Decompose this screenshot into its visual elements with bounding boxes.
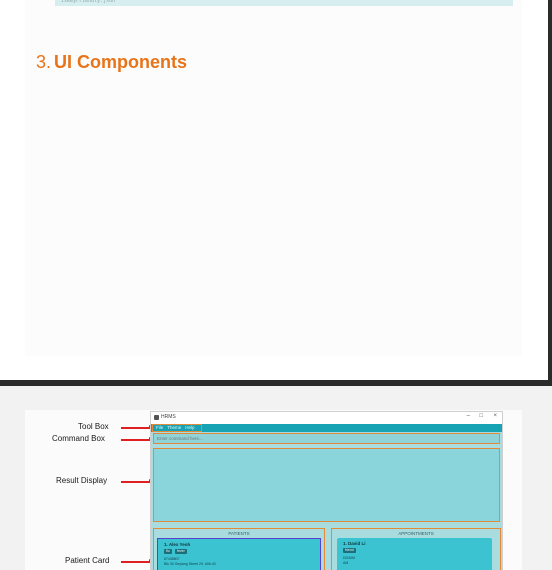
section-number: 3. (36, 52, 52, 72)
command-box (153, 433, 500, 444)
app-logo-icon (154, 415, 159, 420)
annotation-patient-card: Patient Card (65, 556, 110, 565)
command-input[interactable] (157, 435, 495, 442)
arrow-patient-card (121, 559, 153, 563)
appointment-name: 1. David Li (343, 541, 366, 546)
arrow-command-box (121, 437, 153, 441)
section-heading: 3.UI Components (36, 51, 187, 73)
app-title: HRMS (161, 414, 176, 420)
appointment-line: AM (343, 561, 349, 565)
annotation-result-display: Result Display (56, 476, 108, 485)
patient-card[interactable]: 1. Alex Yeoh flu fever 87438807 Blk 30 G… (157, 538, 321, 570)
document-page: isKeyFriendly.json 3.UI Components (25, 0, 522, 356)
appointments-panel: APPOINTMENTS 1. David Li friend DD/MM AM (331, 528, 501, 570)
menu-help[interactable]: Help (185, 425, 195, 430)
appointment-tag: friend (343, 548, 356, 553)
patient-tag: flu (164, 549, 172, 554)
tool-box: File Theme Help (152, 424, 202, 432)
patient-address: Blk 30 Geylang Street 29, #06-40 (164, 562, 216, 566)
menu-bar: File Theme Help (151, 424, 502, 432)
annotation-tool-box: Tool Box (78, 422, 109, 431)
arrow-tool-box (121, 425, 153, 429)
appointments-panel-title: APPOINTMENTS (398, 531, 434, 536)
appointment-card[interactable]: 1. David Li friend DD/MM AM (337, 538, 492, 570)
patient-tag: fever (175, 549, 187, 554)
menu-theme[interactable]: Theme (167, 425, 182, 430)
appointment-line: DD/MM (343, 556, 355, 560)
annotation-command-box: Command Box (52, 434, 105, 443)
app-window-screenshot: HRMS – □ × File Theme Help PATIENTS 1. A… (150, 411, 503, 570)
patient-phone: 87438807 (164, 557, 180, 561)
viewer-edge (548, 0, 552, 380)
arrow-result-display (121, 479, 153, 483)
menu-file[interactable]: File (156, 425, 164, 430)
page-divider (0, 380, 552, 386)
patients-panel: PATIENTS 1. Alex Yeoh flu fever 87438807… (153, 528, 325, 570)
title-bar: HRMS – □ × (151, 412, 502, 424)
close-icon[interactable]: × (493, 413, 497, 419)
minimize-icon[interactable]: – (466, 413, 470, 419)
code-block-fragment: isKeyFriendly.json (55, 0, 513, 6)
patient-name: 1. Alex Yeoh (164, 542, 191, 547)
maximize-icon[interactable]: □ (479, 413, 483, 419)
result-display (153, 448, 500, 522)
patients-panel-title: PATIENTS (228, 531, 250, 536)
section-title: UI Components (54, 52, 188, 72)
